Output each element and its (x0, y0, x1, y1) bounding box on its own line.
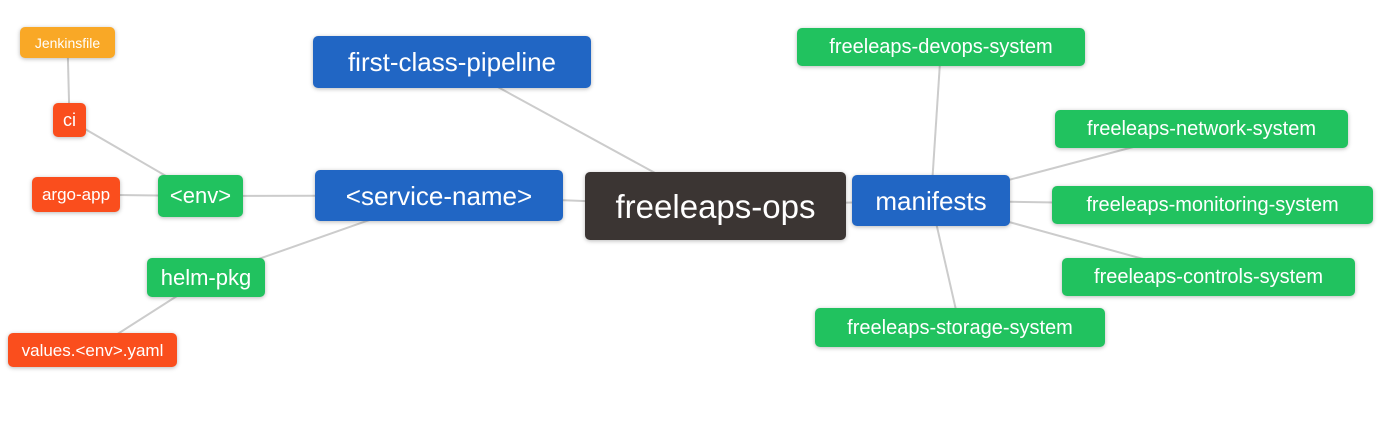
node-label: ci (63, 110, 76, 130)
node-label: Jenkinsfile (34, 34, 101, 51)
edge-manifests-devops-system (930, 46, 942, 201)
node-argo-app[interactable]: argo-app (32, 177, 120, 212)
node-label: freeleaps-storage-system (847, 316, 1073, 339)
node-helm-pkg[interactable]: helm-pkg (147, 258, 265, 297)
node-label: manifests (875, 185, 987, 216)
node-label: freeleaps-devops-system (829, 36, 1053, 58)
node-label: freeleaps-network-system (1087, 118, 1316, 140)
node-jenkinsfile[interactable]: Jenkinsfile (20, 27, 115, 58)
node-label: values.<env>.yaml (21, 340, 164, 360)
node-values-env-yaml[interactable]: values.<env>.yaml (8, 333, 177, 367)
node-monitoring-system[interactable]: freeleaps-monitoring-system (1052, 186, 1373, 224)
node-service-name[interactable]: <service-name> (315, 170, 563, 221)
node-storage-system[interactable]: freeleaps-storage-system (815, 308, 1105, 347)
node-label: <service-name> (345, 180, 533, 211)
node-label: freeleaps-ops (615, 187, 816, 225)
node-label: helm-pkg (160, 264, 252, 290)
node-network-system[interactable]: freeleaps-network-system (1055, 110, 1348, 148)
node-label: first-class-pipeline (347, 47, 557, 77)
node-controls-system[interactable]: freeleaps-controls-system (1062, 258, 1355, 296)
node-freeleaps-ops[interactable]: freeleaps-ops (585, 172, 846, 240)
node-env[interactable]: <env> (158, 175, 243, 217)
node-manifests[interactable]: manifests (852, 175, 1010, 226)
node-label: argo-app (41, 185, 111, 204)
node-label: freeleaps-controls-system (1094, 266, 1323, 288)
node-devops-system[interactable]: freeleaps-devops-system (797, 28, 1085, 66)
node-first-class-pipeline[interactable]: first-class-pipeline (313, 36, 591, 88)
node-label: <env> (169, 183, 232, 208)
node-label: freeleaps-monitoring-system (1086, 194, 1339, 216)
node-ci[interactable]: ci (53, 103, 86, 137)
